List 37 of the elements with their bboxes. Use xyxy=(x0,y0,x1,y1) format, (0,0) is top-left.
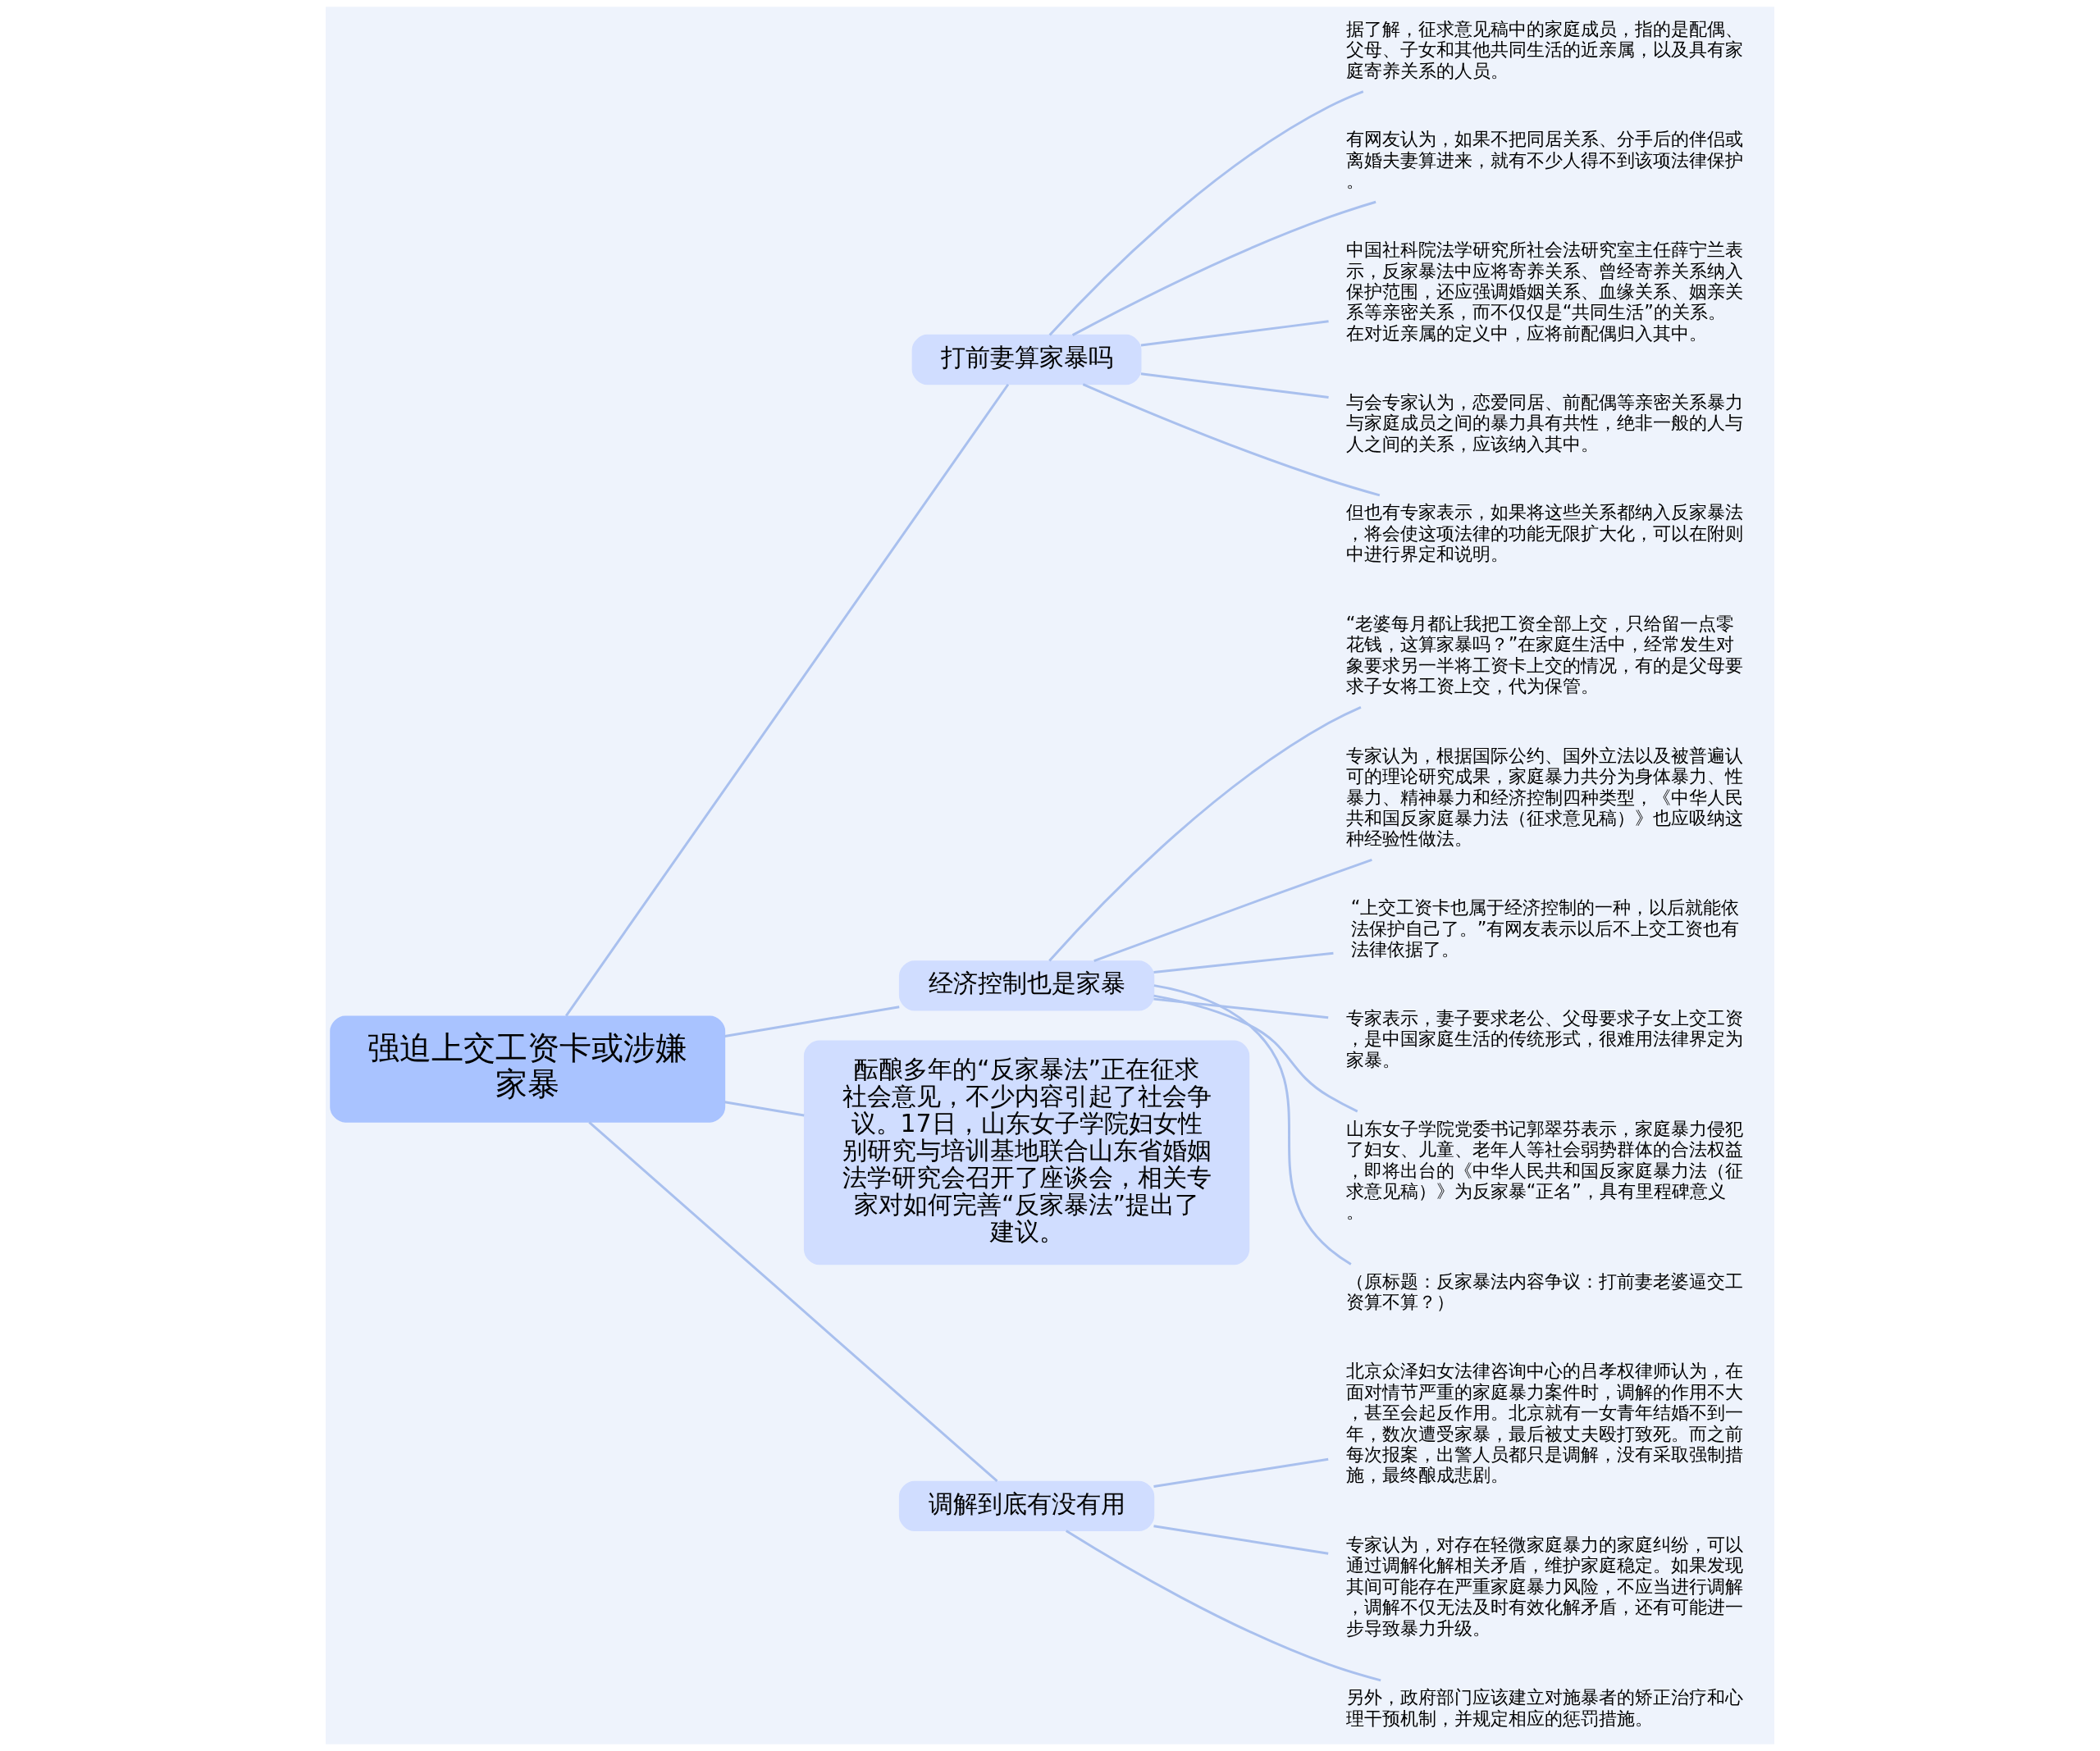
node-text: 专家认为，根据国际公约、国外立法以及被普遍认可的理论研究成果，家庭暴力共分为身体暴力、性暴力、精神暴力和经济控制四种类型，《中华人民共和国反家庭暴力法（征求意见稿）》也应吸纳这种经验性做法。 xyxy=(1345,744,1743,850)
connector xyxy=(1153,994,1358,1113)
node-text: 有网友认为，如果不把同居关系、分手后的伴侣或离婚夫妻算进来，就有不少人得不到该项法律保护。 xyxy=(1345,128,1743,192)
connector xyxy=(1153,1525,1329,1555)
node-text: “老婆每月都让我把工资全部上交，只给留一点零花钱，这算家暴吗？”在家庭生活中，经常发生对象要求另一半将工资卡上交的情况，有的是父母要求子女将工资上交，代为保管。 xyxy=(1345,612,1743,697)
connector xyxy=(1153,997,1329,1019)
connector xyxy=(1082,383,1381,497)
connector xyxy=(724,1101,805,1117)
node-box: 调解到底有没有用 xyxy=(898,1480,1155,1532)
node-text: 专家表示，妻子要求老公、父母要求子女上交工资，是中国家庭生活的传统形式，很难用法律界定为家暴。 xyxy=(1345,1006,1743,1070)
node-box: 酝酿多年的“反家暴法”正在征求社会意见，不少内容引起了社会争议。17日，山东女子学院妇女性别研究与培训基地联合山东省婚姻法学研究会召开了座谈会，相关专家对如何完善“反家暴法”提出了建议。 xyxy=(803,1040,1250,1265)
node-text: 但也有专家表示，如果将这些关系都纳入反家暴法，将会使这项法律的功能无限扩大化，可以在附则中进行界定和说明。 xyxy=(1345,501,1743,565)
node-text: 山东女子学院党委书记郭翠芬表示，家庭暴力侵犯了妇女、儿童、老年人等社会弱势群体的合法权益，即将出台的《中华人民共和国反家庭暴力法（征求意见稿）》为反家暴“正名”，具有里程碑意义。 xyxy=(1345,1117,1743,1223)
node-text: 据了解，征求意见稿中的家庭成员，指的是配偶、父母、子女和其他共同生活的近亲属，以及具有家庭寄养关系的人员。 xyxy=(1345,17,1743,81)
connector xyxy=(1153,1457,1329,1488)
connector xyxy=(1071,200,1376,336)
connector xyxy=(588,1121,998,1483)
node-box: 强迫上交工资卡或涉嫌家暴 xyxy=(330,1015,726,1123)
node-text: “上交工资卡也属于经济控制的一种，以后就能依法保护自己了。”有网友表示以后不上交工资也有法律依据了。 xyxy=(1350,896,1740,960)
node-box: 打前妻算家暴吗 xyxy=(911,334,1142,385)
connector xyxy=(1048,705,1362,962)
node-box: 经济控制也是家暴 xyxy=(898,960,1155,1011)
node-text: 专家认为，对存在轻微家庭暴力的家庭纠纷，可以通过调解化解相关矛盾，维护家庭稳定。如果发现其间可能存在严重家庭暴力风险，不应当进行调解，调解不仅无法及时有效化解矛盾，还有可能进一步导致暴力升级。 xyxy=(1345,1534,1743,1639)
connector xyxy=(1065,1530,1381,1682)
connector xyxy=(1093,859,1372,963)
connector xyxy=(1140,372,1329,399)
node-text: 北京众泽妇女法律咨询中心的吕孝权律师认为，在面对情节严重的家庭暴力案件时，调解的作用不大，甚至会起反作用。北京就有一女青年结婚不到一年，数次遭受家暴，最后被丈夫殴打致死。而之前每次报案，出警人员都只是调解，没有采取强制措施，最终酿成悲剧。 xyxy=(1345,1360,1743,1486)
connector xyxy=(1153,951,1334,974)
connector xyxy=(564,383,1010,1017)
node-text: 与会专家认为，恋爱同居、前配偶等亲密关系暴力与家庭成员之间的暴力具有共性，绝非一般的人与人之间的关系，应该纳入其中。 xyxy=(1345,390,1743,454)
node-text: 另外，政府部门应该建立对施暴者的矫正治疗和心理干预机制，并规定相应的惩罚措施。 xyxy=(1345,1686,1743,1729)
connector xyxy=(724,1005,900,1037)
connector xyxy=(1048,90,1364,336)
connector xyxy=(1153,984,1352,1265)
node-text: （原标题：反家暴法内容争议：打前妻老婆逼交工资算不算？） xyxy=(1345,1270,1743,1313)
connector xyxy=(1140,320,1329,347)
node-text: 中国社科院法学研究所社会法研究室主任薛宁兰表示，反家暴法中应将寄养关系、曾经寄养关系纳入保护范围，还应强调婚姻关系、血缘关系、姻亲关系等亲密关系，而不仅仅是“共同生活”的关系。在对近亲属的定义中，应将前配偶归入其中。 xyxy=(1345,239,1743,344)
